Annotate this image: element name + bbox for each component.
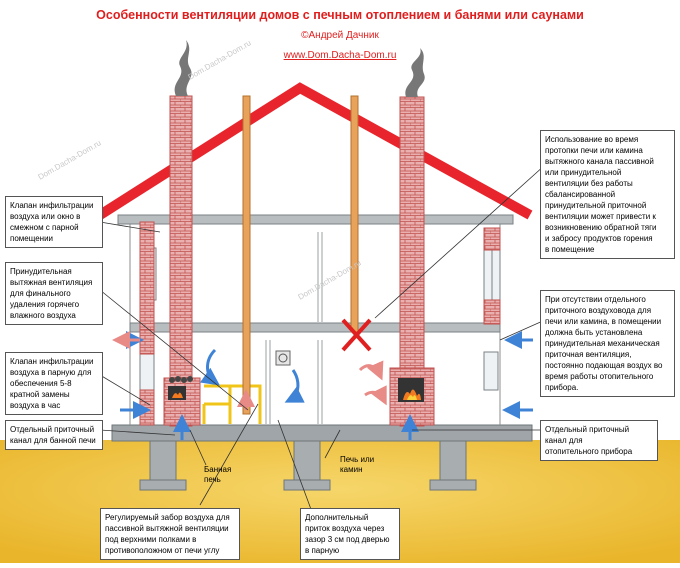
leader-lines — [99, 164, 546, 513]
cross-icon — [341, 318, 372, 352]
note-sauna-valve: Клапан инфильтрации воздуха в парную для… — [5, 352, 103, 415]
note-supply-requirement: При отсутствии отдельного приточного воз… — [540, 290, 675, 397]
left-brick-wall — [139, 221, 155, 331]
sauna-stones — [169, 376, 193, 383]
exhaust-pipe-house — [350, 95, 359, 333]
smoke-icon — [174, 40, 425, 97]
note-bath-supply-channel: Отдельный приточный канал для банной печ… — [5, 420, 103, 450]
site-link[interactable]: www.Dom.Dacha-Dom.ru — [283, 50, 397, 61]
note-forced-exhaust: Принудительная вытяжная вентиляция для ф… — [5, 262, 103, 325]
author-credit: ©Андрей Дачник — [301, 30, 379, 41]
left-brick-wall-base — [139, 389, 155, 426]
note-infiltration-valve: Клапан инфильтрации воздуха или окно в с… — [5, 196, 103, 248]
foundation-slab — [111, 424, 533, 442]
label-fireplace-stove: Печь или камин — [340, 455, 375, 474]
bath-stove — [163, 377, 201, 426]
watermarks: Dom.Dacha-Dom.ru Dom.Dacha-Dom.ru Dom.Da… — [37, 38, 623, 301]
sauna-bench — [202, 384, 262, 424]
roof — [97, 82, 533, 220]
warm-air-arrows — [112, 331, 387, 410]
cold-air-arrows — [118, 331, 533, 440]
exhaust-pipe-bath — [242, 95, 251, 415]
note-adjustable-intake: Регулируемый забор воздуха для пассивной… — [100, 508, 240, 560]
right-brick-wall-top — [483, 227, 501, 251]
right-brick-wall-mid — [483, 299, 501, 325]
note-stove-chimney-warning: Использование во время протопки печи или… — [540, 130, 675, 259]
note-extra-inflow: Дополнительный приток воздуха через зазо… — [300, 508, 400, 560]
interfloor-slab — [129, 322, 501, 333]
fan-icon — [275, 350, 291, 366]
left-brick-wall-low — [139, 329, 155, 355]
watermark-text: Dom.Dacha-Dom.ru — [37, 138, 103, 181]
fan-rotor — [278, 353, 288, 363]
windows — [139, 247, 501, 391]
label-bath-stove: Банная печь — [204, 465, 232, 484]
page-title: Особенности вентиляции домов с печным от… — [96, 8, 584, 22]
note-heater-supply-channel: Отдельный приточный канал для отопительн… — [540, 420, 658, 461]
fire-icon — [172, 389, 421, 400]
attic-floor — [117, 214, 514, 225]
interior-partitions — [265, 232, 323, 424]
